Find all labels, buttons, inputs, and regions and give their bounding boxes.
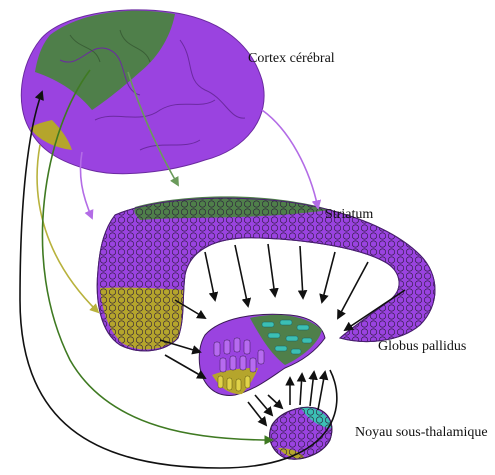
- cortex-label: Cortex cérébral: [248, 51, 335, 66]
- globus-pallidus-shape: [199, 314, 325, 395]
- globus-pallidus-label: Globus pallidus: [378, 339, 466, 354]
- cortex-shape: [21, 10, 264, 174]
- striatum-label: Striatum: [325, 207, 373, 222]
- subthalamic-nucleus-shape: [270, 407, 332, 459]
- subthalamic-label: Noyau sous-thalamique: [355, 425, 488, 440]
